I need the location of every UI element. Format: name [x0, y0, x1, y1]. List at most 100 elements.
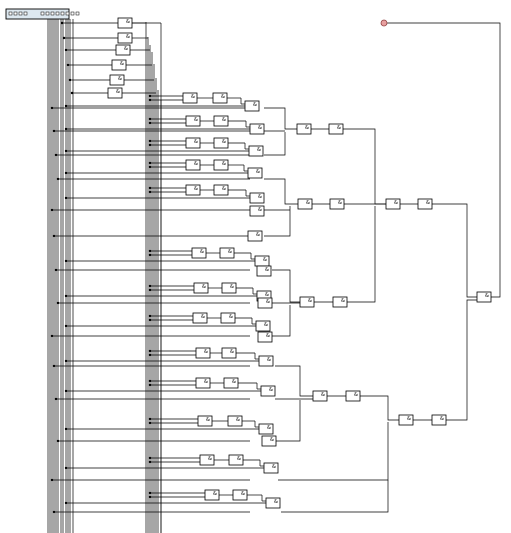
junction-dot	[64, 196, 68, 200]
and-gate[interactable]: &	[192, 312, 208, 324]
and-gate[interactable]: &	[109, 74, 125, 86]
input-pin[interactable]	[60, 11, 65, 16]
gate-body	[213, 137, 229, 149]
and-gate[interactable]: &	[107, 87, 123, 99]
and-gate[interactable]: &	[249, 192, 265, 204]
and-gate[interactable]: &	[219, 247, 235, 259]
and-gate[interactable]: &	[385, 198, 401, 210]
gate-body	[182, 92, 198, 104]
and-gate[interactable]: &	[247, 230, 263, 242]
and-gate[interactable]: &	[398, 414, 414, 426]
and-gate[interactable]: &	[265, 497, 281, 509]
junction-dot	[148, 249, 152, 253]
and-gate[interactable]: &	[185, 159, 201, 171]
output-probe-led[interactable]	[380, 19, 388, 27]
and-gate[interactable]: &	[212, 92, 228, 104]
and-gate[interactable]: &	[254, 255, 270, 267]
input-switch-bank[interactable]	[5, 8, 80, 20]
wire	[264, 132, 286, 156]
and-gate[interactable]: &	[244, 100, 260, 112]
and-gate[interactable]: &	[195, 377, 211, 389]
gate-symbol: &	[222, 117, 226, 123]
junction-dot	[70, 91, 74, 95]
junction-dot	[62, 36, 66, 40]
and-gate[interactable]: &	[221, 282, 237, 294]
gate-symbol: &	[306, 200, 310, 206]
and-gate[interactable]: &	[213, 159, 229, 171]
input-pin[interactable]	[75, 11, 80, 16]
and-gate[interactable]: &	[232, 489, 248, 501]
and-gate[interactable]: &	[431, 414, 447, 426]
and-gate[interactable]: &	[227, 415, 243, 427]
gate-symbol: &	[194, 161, 198, 167]
and-gate[interactable]: &	[213, 137, 229, 149]
and-gate[interactable]: &	[197, 415, 213, 427]
junction-dot	[148, 383, 152, 387]
input-pin[interactable]	[13, 11, 18, 16]
gate-body	[431, 414, 447, 426]
and-gate[interactable]: &	[312, 390, 328, 402]
and-gate[interactable]: &	[249, 205, 265, 217]
and-gate[interactable]: &	[249, 123, 265, 135]
and-gate[interactable]: &	[255, 320, 271, 332]
and-gate[interactable]: &	[220, 312, 236, 324]
and-gate[interactable]: &	[258, 423, 274, 435]
input-pin[interactable]	[50, 11, 55, 16]
junction-dot	[148, 460, 152, 464]
input-pin[interactable]	[65, 11, 70, 16]
and-gate[interactable]: &	[115, 44, 131, 56]
input-pin[interactable]	[55, 11, 60, 16]
and-gate[interactable]: &	[263, 462, 279, 474]
and-gate[interactable]: &	[111, 59, 127, 71]
input-pin[interactable]	[40, 11, 45, 16]
and-gate[interactable]: &	[248, 145, 264, 157]
and-gate[interactable]: &	[213, 115, 229, 127]
and-gate[interactable]: &	[213, 184, 229, 196]
and-gate[interactable]: &	[417, 198, 433, 210]
and-gate[interactable]: &	[193, 282, 209, 294]
input-pin[interactable]	[18, 11, 23, 16]
input-pin[interactable]	[23, 11, 28, 16]
and-gate[interactable]: &	[256, 265, 272, 277]
gate-symbol: &	[191, 94, 195, 100]
junction-dot	[148, 288, 152, 292]
gate-symbol: &	[241, 491, 245, 497]
gate-body	[193, 282, 209, 294]
and-gate[interactable]: &	[260, 385, 276, 397]
and-gate[interactable]: &	[247, 167, 263, 179]
and-gate[interactable]: &	[191, 247, 207, 259]
and-gate[interactable]: &	[117, 32, 133, 44]
and-gate[interactable]: &	[296, 123, 312, 135]
and-gate[interactable]: &	[329, 198, 345, 210]
and-gate[interactable]: &	[185, 115, 201, 127]
and-gate[interactable]: &	[199, 454, 215, 466]
and-gate[interactable]: &	[476, 291, 492, 303]
and-gate[interactable]: &	[257, 297, 273, 309]
and-gate[interactable]: &	[117, 17, 133, 29]
and-gate[interactable]: &	[297, 198, 313, 210]
input-pin[interactable]	[70, 11, 75, 16]
wire	[264, 107, 297, 130]
wire	[281, 480, 389, 513]
and-gate[interactable]: &	[257, 331, 273, 343]
and-gate[interactable]: &	[345, 390, 361, 402]
and-gate[interactable]: &	[185, 184, 201, 196]
and-gate[interactable]: &	[223, 377, 239, 389]
gate-body	[213, 115, 229, 127]
and-gate[interactable]: &	[328, 123, 344, 135]
gate-symbol: &	[485, 293, 489, 299]
and-gate[interactable]: &	[185, 137, 201, 149]
and-gate[interactable]: &	[299, 296, 315, 308]
input-pin[interactable]	[45, 11, 50, 16]
gate-body	[299, 296, 315, 308]
and-gate[interactable]: &	[221, 347, 237, 359]
and-gate[interactable]: &	[228, 454, 244, 466]
and-gate[interactable]: &	[182, 92, 198, 104]
and-gate[interactable]: &	[332, 296, 348, 308]
and-gate[interactable]: &	[258, 355, 274, 367]
and-gate[interactable]: &	[195, 347, 211, 359]
and-gate[interactable]: &	[261, 435, 277, 447]
input-pin[interactable]	[8, 11, 13, 16]
and-gate[interactable]: &	[204, 489, 220, 501]
gate-body	[195, 377, 211, 389]
